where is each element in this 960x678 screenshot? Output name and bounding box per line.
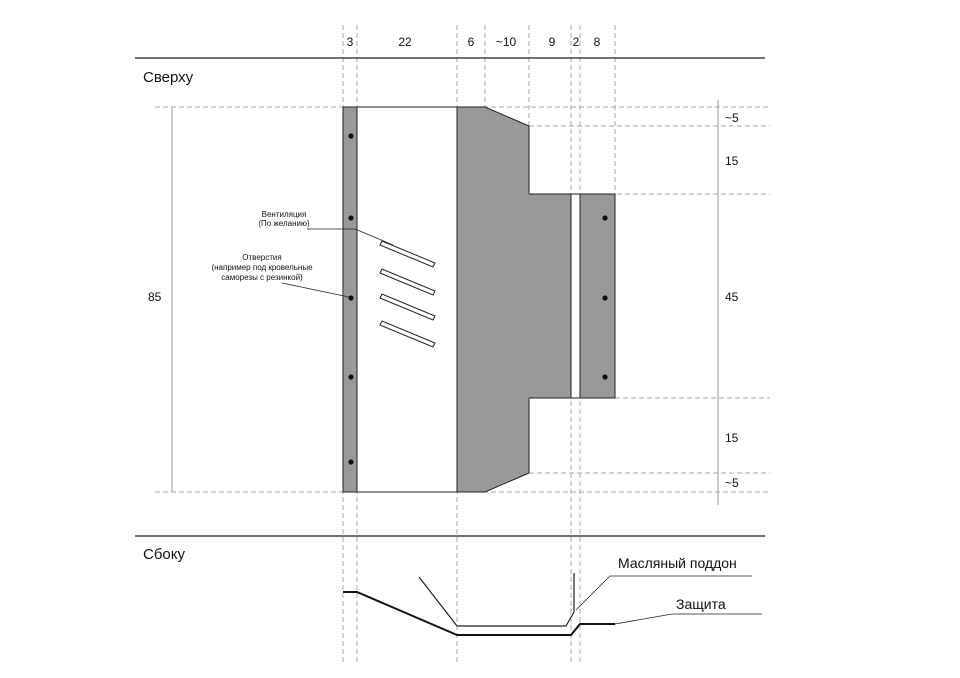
right-mounting-strip	[579, 193, 616, 399]
hole-right-2	[602, 295, 608, 301]
annotation-holes: Отверстия (например под кровельные самор…	[211, 253, 350, 298]
gap-strip	[570, 193, 581, 399]
holes-note-1: (например под кровельные	[211, 263, 313, 272]
dim-right-3: 45	[725, 290, 739, 304]
dim-right-5: ~5	[725, 476, 739, 490]
right-dimensions: ~5 15 45 15 ~5	[725, 111, 739, 490]
annotation-ventilation: Вентиляция (По желанию)	[258, 210, 394, 246]
section-title-top: Сверху	[143, 69, 194, 86]
mounting-holes	[348, 133, 608, 465]
section-title-side: Сбоку	[143, 546, 185, 563]
vent-slot-4	[379, 320, 436, 348]
protection-label: Защита	[676, 596, 726, 612]
ventilation-title: Вентиляция	[262, 210, 307, 219]
oil-pan-leader-1	[575, 575, 611, 611]
dim-top-5: 9	[549, 35, 556, 49]
vent-slot-2	[379, 268, 436, 296]
holes-title: Отверстия	[242, 253, 281, 262]
hole-left-4	[348, 374, 354, 380]
dim-top-2: 22	[398, 35, 412, 49]
ventilation-note: (По желанию)	[258, 219, 310, 228]
dim-top-3: 6	[468, 35, 475, 49]
dim-left: 85	[148, 290, 162, 304]
hole-right-3	[602, 374, 608, 380]
dim-top-4: ~10	[496, 35, 517, 49]
vent-slot-3	[379, 293, 436, 321]
dim-top-6: 2	[573, 35, 580, 49]
protection-leader-1	[614, 613, 673, 625]
dim-right-2: 15	[725, 154, 739, 168]
center-panel	[356, 106, 458, 493]
dim-top-1: 3	[347, 35, 354, 49]
hole-left-1	[348, 133, 354, 139]
hole-right-1	[602, 215, 608, 221]
protection-profile	[343, 591, 615, 636]
hole-left-5	[348, 459, 354, 465]
vent-slot-1	[379, 240, 436, 268]
hole-left-2	[348, 215, 354, 221]
dim-right-1: ~5	[725, 111, 739, 125]
top-view	[342, 106, 616, 493]
oil-pan-profile	[418, 573, 575, 627]
dim-top-7: 8	[594, 35, 601, 49]
ventilation-leader-2	[354, 228, 394, 246]
side-view	[343, 573, 762, 636]
holes-note-2: саморезы с резинкой)	[221, 273, 303, 282]
oil-pan-label: Масляный поддон	[618, 555, 737, 571]
holes-leader	[281, 282, 350, 298]
ventilation-slots	[379, 240, 436, 348]
top-dimensions: 3 22 6 ~10 9 2 8	[347, 35, 601, 49]
dim-right-4: 15	[725, 431, 739, 445]
hole-left-3	[348, 295, 354, 301]
